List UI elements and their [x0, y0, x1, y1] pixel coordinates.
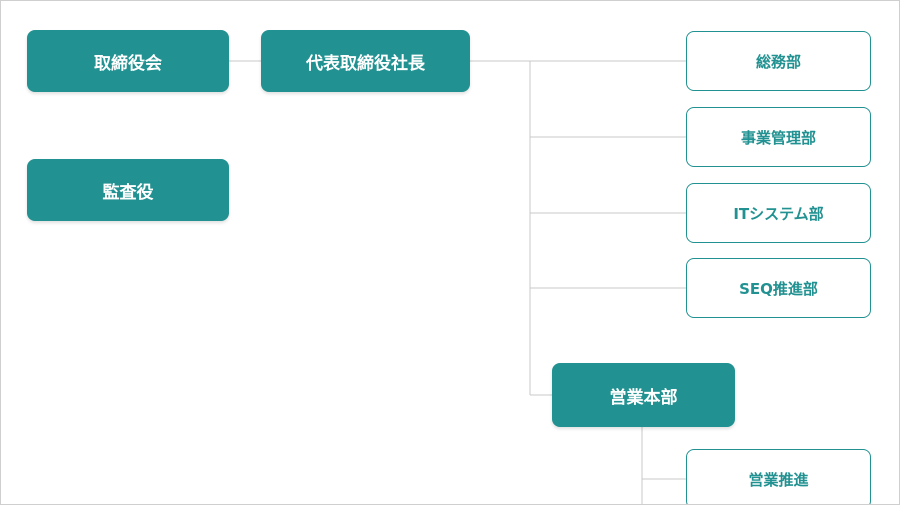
department-box-jigyo-kanri: 事業管理部	[686, 107, 871, 167]
board-of-directors-label: 取締役会	[94, 53, 162, 74]
department-label: 事業管理部	[740, 128, 816, 147]
department-box-seq: SEQ推進部	[686, 258, 871, 318]
ceo-box: 代表取締役社長	[261, 30, 470, 92]
auditor-box: 監査役	[27, 159, 229, 221]
auditor-label: 監査役	[102, 182, 154, 203]
sales-division-label: 営業本部	[609, 387, 678, 408]
board-of-directors-box: 取締役会	[27, 30, 229, 92]
sales-unit-label: 営業推進	[748, 470, 809, 489]
department-box-it-system: ITシステム部	[686, 183, 871, 243]
department-box-somu: 総務部	[686, 31, 871, 91]
ceo-label: 代表取締役社長	[306, 53, 425, 74]
department-label: SEQ推進部	[739, 279, 818, 298]
department-label: 総務部	[755, 52, 801, 71]
sales-division-box: 営業本部	[552, 363, 735, 427]
department-label: ITシステム部	[733, 204, 824, 223]
sales-unit-box: 営業推進	[686, 449, 871, 504]
